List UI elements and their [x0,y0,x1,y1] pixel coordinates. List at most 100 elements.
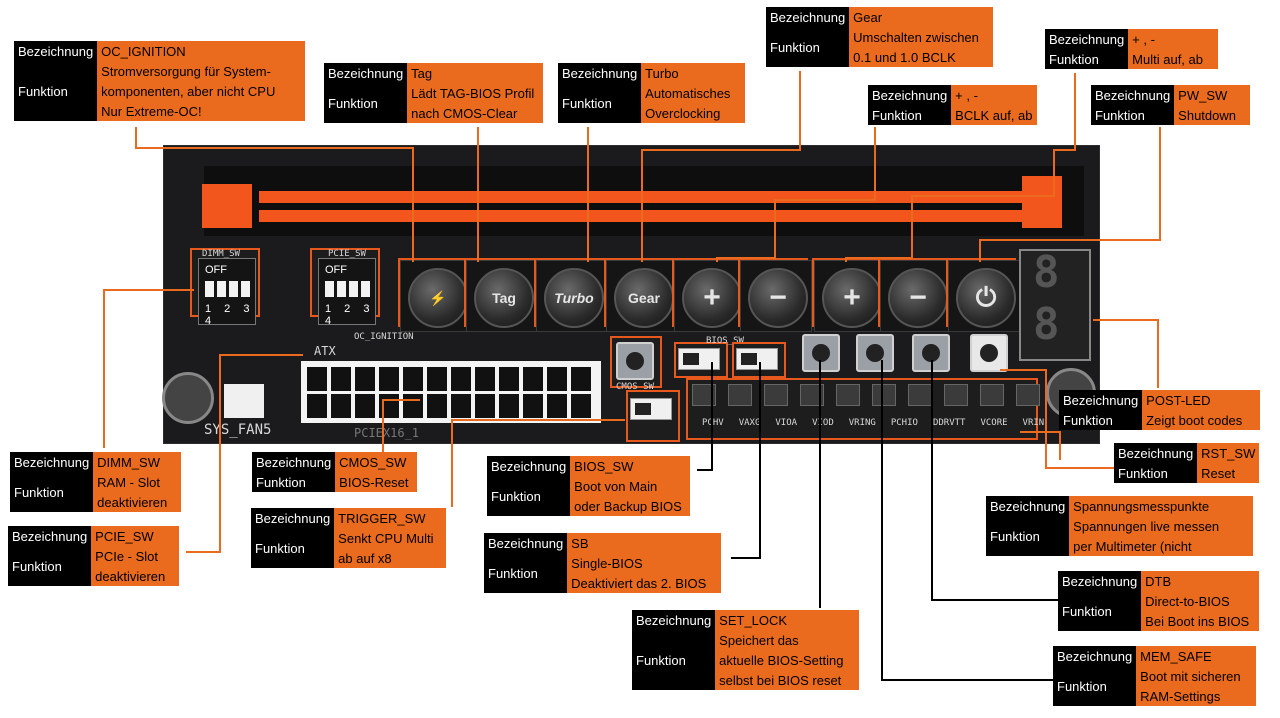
funktion-line: BCLK auf, ab [951,105,1038,125]
funktion-line: 0.1 und 1.0 BCLK [849,47,994,67]
funktion-line: Multi auf, ab [1128,49,1219,69]
pcie-bottom-silk: PCIEX16_1 [354,426,420,440]
funktion-line: per Multimeter (nicht [1069,536,1254,556]
line-sb [731,362,761,559]
bezeichnung-label: Bezeichnung [558,63,642,83]
bclk-plus-button[interactable]: + [674,260,746,332]
turbo-button[interactable]: Turbo [536,260,608,332]
bezeichnung-value: DIMM_SW [93,452,182,472]
funktion-line: BIOS-Reset [335,472,418,492]
funktion-label: Funktion [487,476,571,516]
multi-minus-button[interactable]: − [880,260,952,332]
funktion-label: Funktion [10,472,94,512]
dimm-dip-switch[interactable]: OFF 1 2 3 4 [198,258,256,327]
funktion-line: Speichert das [715,630,860,650]
funktion-label: Funktion [1053,666,1137,706]
bezeichnung-label: Bezeichnung [1058,571,1142,591]
pcie-dip-keys [325,281,370,297]
funktion-label: Funktion [632,630,716,690]
voltage-point[interactable] [980,384,1004,406]
sb-slide-switch[interactable] [736,348,778,370]
trigger-slide-switch[interactable] [630,398,672,420]
funktion-line: Lädt TAG-BIOS Profil [407,83,544,103]
funktion-line: Zeigt boot codes [1142,410,1261,430]
funktion-line: Automatisches [641,83,746,103]
power-button[interactable]: ⏻ [948,260,1020,332]
bezeichnung-label: Bezeichnung [1053,646,1137,666]
voltage-point[interactable] [692,384,716,406]
tag-button[interactable]: Tag [466,260,538,332]
oc-ignition-button[interactable]: ⚡ [400,260,472,332]
voltage-point[interactable] [728,384,752,406]
pcie-off-label: OFF [325,264,347,276]
bezeichnung-value: SB [567,533,722,553]
line-volt [1020,431,1061,460]
minus-icon: − [748,268,808,328]
oc-ignition-silk: OC_IGNITION [354,332,414,342]
bezeichnung-value: POST-LED [1142,390,1261,410]
bezeichnung-value: Gear [849,7,994,27]
pcie-silk: PCIE_SW [328,249,366,259]
bclk-minus-button[interactable]: − [740,260,812,332]
rst-switch[interactable] [970,334,1008,372]
funktion-line: komponenten, aber nicht CPU [97,81,306,101]
bezeichnung-label: Bezeichnung [986,496,1070,516]
funktion-line: Stromversorgung für System- [97,61,306,81]
funktion-label: Funktion [1045,49,1129,69]
vp-label: VAXG [738,418,761,428]
funktion-line: RAM-Settings [1136,686,1257,706]
funktion-line: deaktivieren [93,492,182,512]
bezeichnung-value: + , - [951,85,1038,105]
vp-label: PCHIO [890,418,918,428]
gear-button-label: Gear [614,268,674,328]
post-led-display: 8 8 [1019,247,1091,361]
voltage-point[interactable] [1016,384,1040,406]
voltage-point[interactable] [800,384,824,406]
bezeichnung-label: Bezeichnung [1059,390,1143,410]
voltage-point[interactable] [764,384,788,406]
vp-label: VIOD [812,418,834,428]
cmos-switch[interactable] [616,342,654,380]
multi-plus-button[interactable]: + [814,260,886,332]
line-pw [979,127,1161,262]
plus-icon: + [822,268,882,328]
voltage-points-box [686,378,1038,440]
voltage-point[interactable] [944,384,968,406]
vp-label: VRING [848,418,876,428]
voltage-point[interactable] [872,384,896,406]
gear-button[interactable]: Gear [606,260,678,332]
pcie-dip-switch[interactable]: OFF 1 2 3 4 [318,258,376,327]
bezeichnung-label: Bezeichnung [252,452,336,472]
dtb-switch[interactable] [912,334,950,372]
voltage-point[interactable] [836,384,860,406]
bezeichnung-label: Bezeichnung [324,63,408,83]
screw-hole-left [162,372,214,424]
line-oc [135,127,414,262]
line-dtb [931,360,1059,601]
bios-silk: BIOS_SW [706,336,744,346]
funktion-label: Funktion [558,83,642,123]
funktion-label: Funktion [324,83,408,123]
funktion-line: Boot mit sicheren [1136,666,1257,686]
mem-safe-switch[interactable] [856,334,894,372]
bezeichnung-value: + , - [1128,29,1219,49]
bios-slide-switch[interactable] [678,348,720,370]
bezeichnung-label: Bezeichnung [1045,29,1129,49]
bezeichnung-label: Bezeichnung [251,508,335,528]
funktion-label: Funktion [1091,105,1175,125]
power-icon: ⏻ [956,268,1016,328]
line-rst [1000,369,1118,469]
vp-label: DDRVTT [932,418,966,428]
bezeichnung-value: Turbo [641,63,746,83]
bezeichnung-label: Bezeichnung [766,7,850,27]
line-dimm [103,289,194,448]
pcie-dip-numbers: 1 2 3 4 [325,303,375,327]
line-bios [697,362,713,471]
line-memsafe [881,360,1054,681]
funktion-line: RAM - Slot [93,472,182,492]
